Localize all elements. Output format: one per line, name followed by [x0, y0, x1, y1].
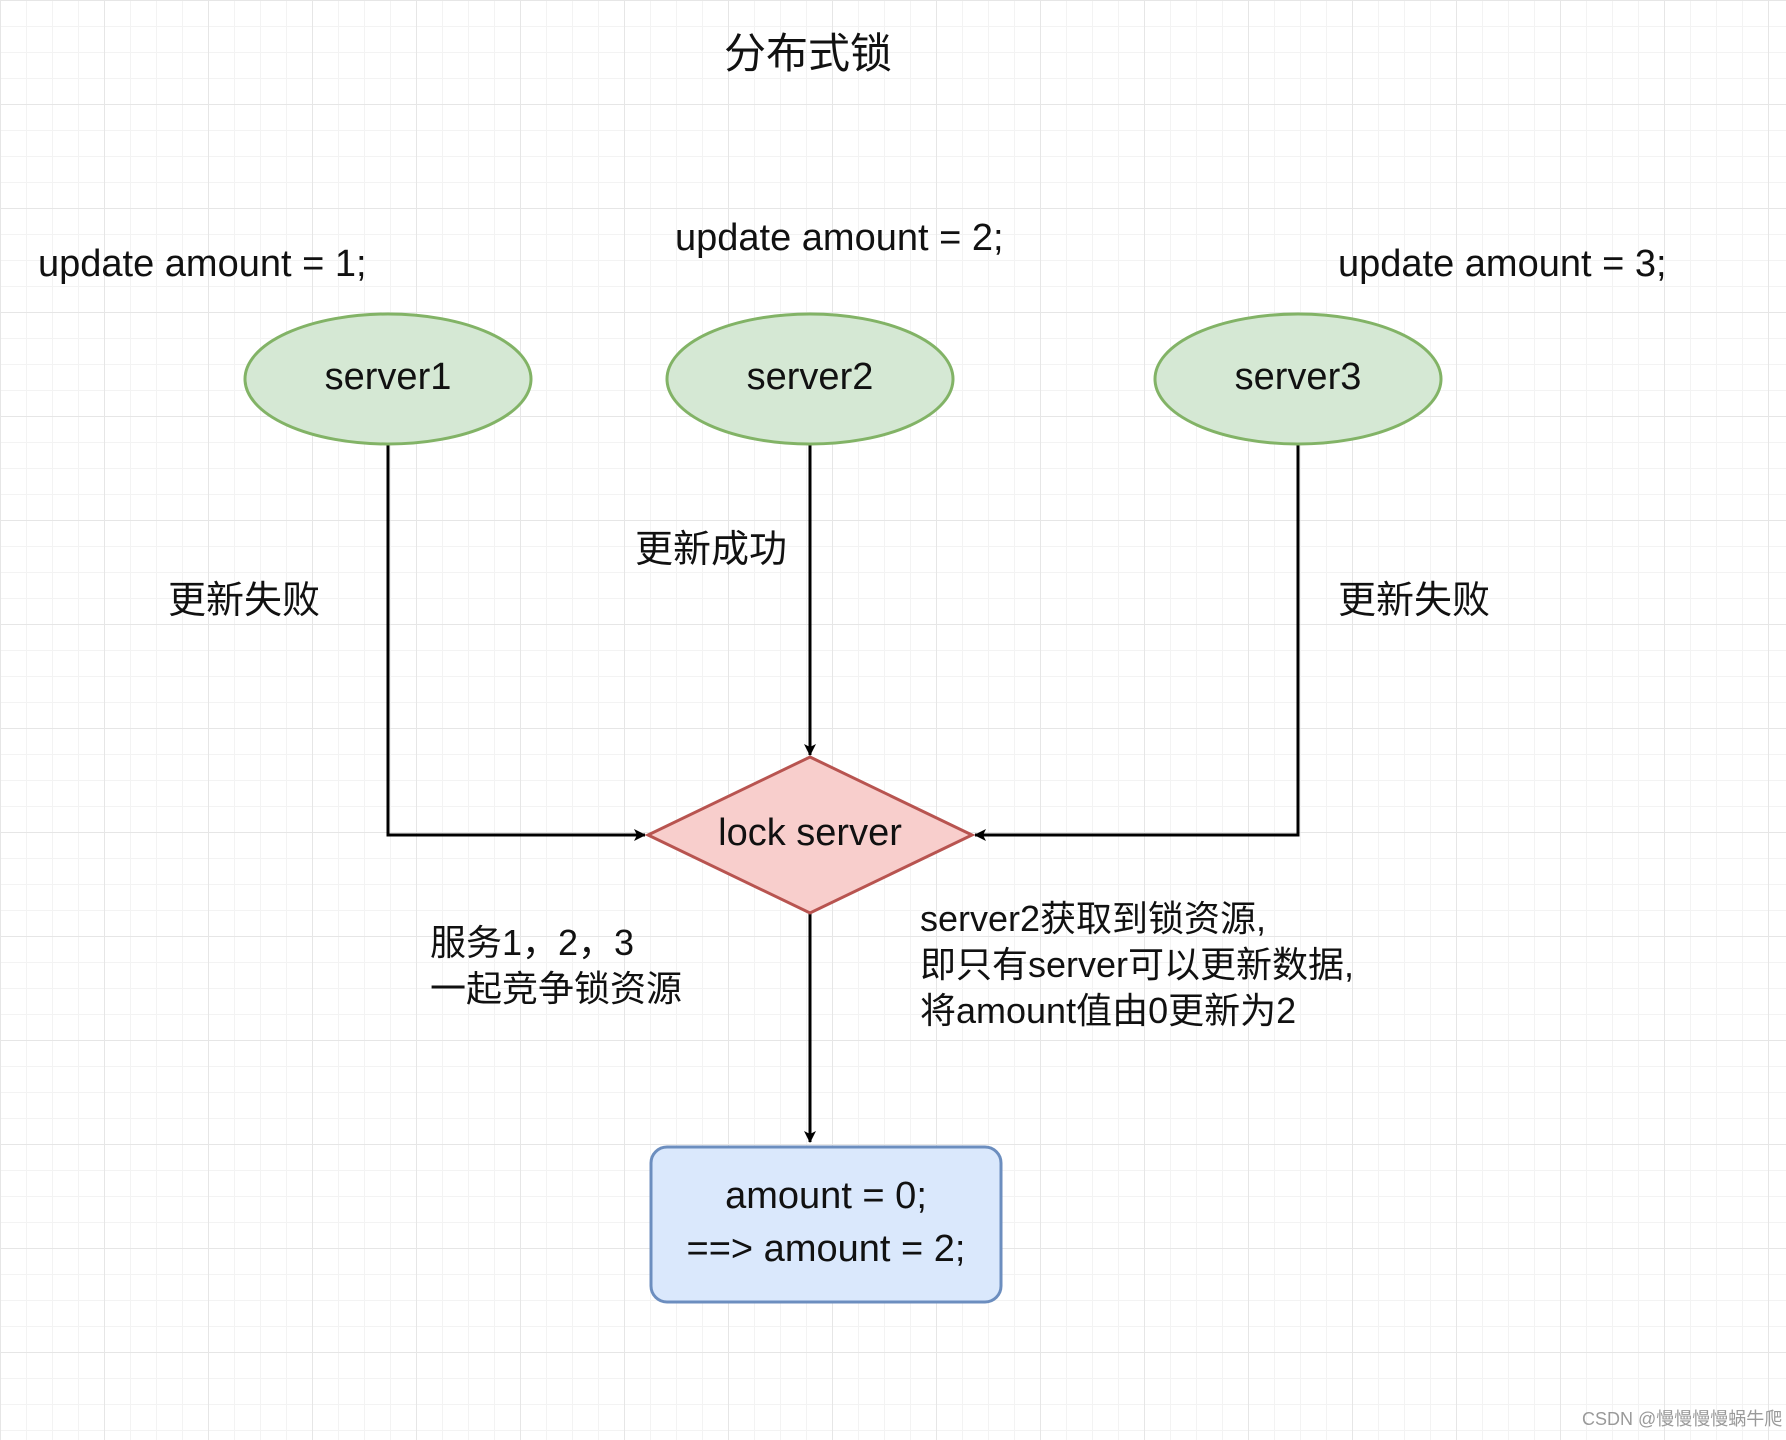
server1-node: [243, 312, 533, 446]
edge-label-server2: 更新成功: [635, 529, 788, 571]
server1-update-text: update amount = 1;: [38, 243, 367, 285]
diagram-title: 分布式锁: [724, 30, 893, 77]
lock-server-label: lock server: [718, 812, 902, 854]
right-note-line-3: 将amount值由0更新为2: [920, 990, 1297, 1031]
result-line-2: ==> amount = 2;: [686, 1228, 966, 1270]
server2-node: [665, 312, 955, 446]
edge-server3-to-lock: [974, 445, 1300, 841]
right-note-line-1: server2获取到锁资源,: [920, 898, 1267, 939]
left-note-line-1: 服务1，2，3: [430, 922, 635, 963]
server2-label: server2: [746, 356, 874, 398]
left-note-line-2: 一起竞争锁资源: [430, 968, 683, 1009]
right-note-line-2: 即只有server可以更新数据,: [920, 944, 1355, 985]
edge-label-server1: 更新失败: [168, 580, 321, 622]
result-node: [649, 1145, 1003, 1304]
server3-label: server3: [1234, 356, 1362, 398]
server3-node: [1153, 312, 1443, 446]
edge-server1-to-lock: [386, 445, 646, 841]
server3-update-text: update amount = 3;: [1338, 243, 1667, 285]
server2-update-text: update amount = 2;: [675, 217, 1004, 259]
server1-label: server1: [324, 356, 452, 398]
edge-label-server3: 更新失败: [1338, 580, 1491, 622]
result-line-1: amount = 0;: [725, 1175, 927, 1217]
lock-server-node: [644, 755, 976, 915]
watermark-text: CSDN @慢慢慢慢蜗牛爬: [1582, 1409, 1783, 1429]
